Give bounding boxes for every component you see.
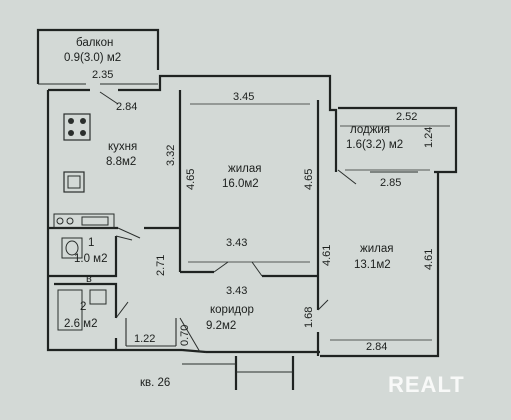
balcony-label: балкон 0.9(3.0) м2 2.35 (64, 37, 121, 81)
realt-watermark: REALT (388, 372, 465, 397)
dim-2-85: 2.85 (380, 177, 401, 189)
table-icon (63, 171, 85, 193)
dim-4-61-right: 4.61 (423, 249, 435, 270)
dim-0-70: 0.70 (179, 325, 191, 346)
sink-icon (53, 213, 115, 229)
svg-text:2: 2 (80, 301, 86, 313)
bathroom-1-label: 1 1.0 м2 (74, 237, 107, 265)
top-wall (118, 74, 338, 172)
dim-4-65-right: 4.65 (303, 169, 315, 190)
svg-text:кухня: кухня (108, 141, 137, 153)
dim-1-68: 1.68 (303, 307, 315, 328)
dim-2-84-top: 2.84 (116, 101, 137, 113)
svg-text:9.2м2: 9.2м2 (206, 320, 236, 332)
svg-text:лоджия: лоджия (350, 124, 390, 136)
dim-4-65-left: 4.65 (185, 169, 197, 190)
stove-icon (63, 113, 91, 141)
svg-text:жилая: жилая (360, 243, 393, 255)
svg-text:1.0 м2: 1.0 м2 (74, 253, 107, 265)
corridor-label: коридор 9.2м2 (206, 304, 254, 332)
svg-text:1: 1 (88, 237, 94, 249)
bathtub-icon (57, 289, 107, 331)
svg-text:2.6 м2: 2.6 м2 (64, 318, 97, 330)
bathroom-2-label: 2 2.6 м2 (64, 301, 97, 330)
loggia-wall (338, 106, 458, 174)
living-room-1-label: жилая 16.0м2 (222, 163, 261, 190)
dim-2-84-bottom: 2.84 (366, 341, 387, 353)
svg-text:16.0м2: 16.0м2 (222, 178, 259, 190)
svg-text:коридор: коридор (210, 304, 254, 316)
balcony-wall (36, 28, 160, 84)
apartment-number: кв. 26 (140, 377, 170, 389)
dim-2-52: 2.52 (396, 111, 417, 123)
doors (99, 91, 357, 353)
loggia-label: лоджия 1.6(3.2) м2 (346, 124, 403, 151)
toilet-icon (61, 237, 83, 259)
dim-1-24: 1.24 (423, 127, 435, 148)
svg-text:1.6(3.2) м2: 1.6(3.2) м2 (346, 139, 403, 151)
dim-3-45: 3.45 (233, 91, 254, 103)
dim-3-43-upper: 3.43 (226, 237, 247, 249)
svg-text:0.9(3.0) м2: 0.9(3.0) м2 (64, 52, 121, 64)
svg-text:жилая: жилая (228, 163, 261, 175)
living-room-2-label: жилая 13.1м2 (354, 243, 393, 271)
dim-2-71: 2.71 (155, 255, 167, 276)
svg-text:2.35: 2.35 (92, 69, 113, 81)
svg-text:8.8м2: 8.8м2 (106, 156, 136, 168)
dim-1-22: 1.22 (134, 333, 155, 345)
right-wall (320, 172, 440, 358)
svg-text:13.1м2: 13.1м2 (354, 259, 391, 271)
bath-letter: в (86, 273, 92, 285)
kitchen-label: кухня 8.8м2 (106, 141, 137, 168)
svg-text:балкон: балкон (76, 37, 113, 49)
dim-3-43-lower: 3.43 (226, 285, 247, 297)
dimension-lines (130, 103, 450, 347)
dim-3-32: 3.32 (165, 145, 177, 166)
dim-4-61-left: 4.61 (321, 245, 333, 266)
left-wall (46, 90, 182, 352)
